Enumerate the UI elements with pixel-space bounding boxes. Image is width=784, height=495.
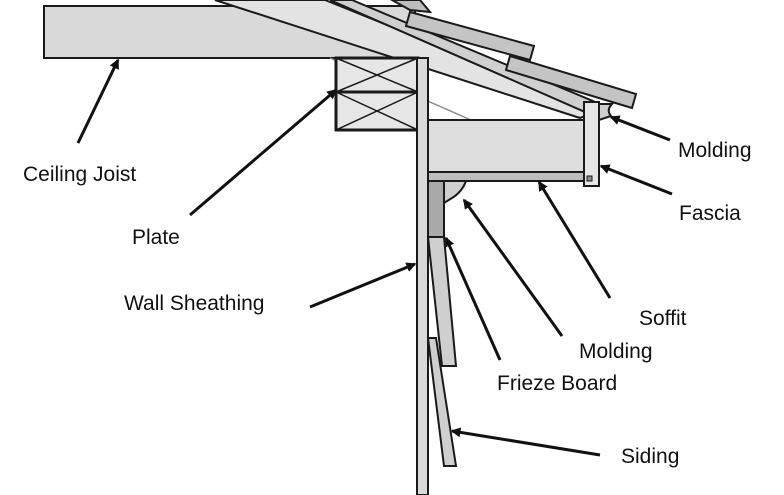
ceiling-joist-label: Ceiling Joist [23, 163, 136, 186]
shingle [404, 10, 536, 62]
plate-cross [335, 57, 419, 93]
soffit-arrow [537, 180, 612, 299]
siding-label: Siding [621, 445, 679, 468]
fascia-label: Fascia [679, 202, 741, 225]
soffit-board [427, 171, 585, 182]
top-molding [598, 103, 615, 122]
shingle [504, 54, 638, 110]
shingle [389, 0, 433, 14]
siding-lower [426, 337, 458, 467]
molding-top-arrow [609, 115, 671, 142]
molding-bottom-arrow [462, 198, 564, 337]
frieze-board [427, 180, 445, 238]
lookout-block [427, 119, 585, 173]
frieze-board-arrow [444, 236, 502, 361]
plate-arrow [189, 88, 338, 217]
fascia-board [583, 101, 600, 187]
plate-cross [335, 91, 419, 131]
molding-bottom-label: Molding [579, 340, 653, 363]
soffit-label: Soffit [639, 307, 687, 330]
wall-sheathing [416, 57, 429, 495]
cove-molding [443, 180, 468, 205]
siding-upper [426, 236, 458, 367]
frieze-board-label: Frieze Board [497, 372, 617, 395]
molding-top-label: Molding [678, 139, 752, 162]
wall-sheathing-arrow [309, 262, 417, 309]
plate-label: Plate [132, 226, 180, 249]
fascia-arrow [599, 164, 673, 196]
fascia-nail [586, 175, 593, 182]
ceiling-joist-arrow [76, 58, 120, 144]
siding-arrow [450, 427, 601, 457]
wall-sheathing-label: Wall Sheathing [124, 292, 264, 315]
